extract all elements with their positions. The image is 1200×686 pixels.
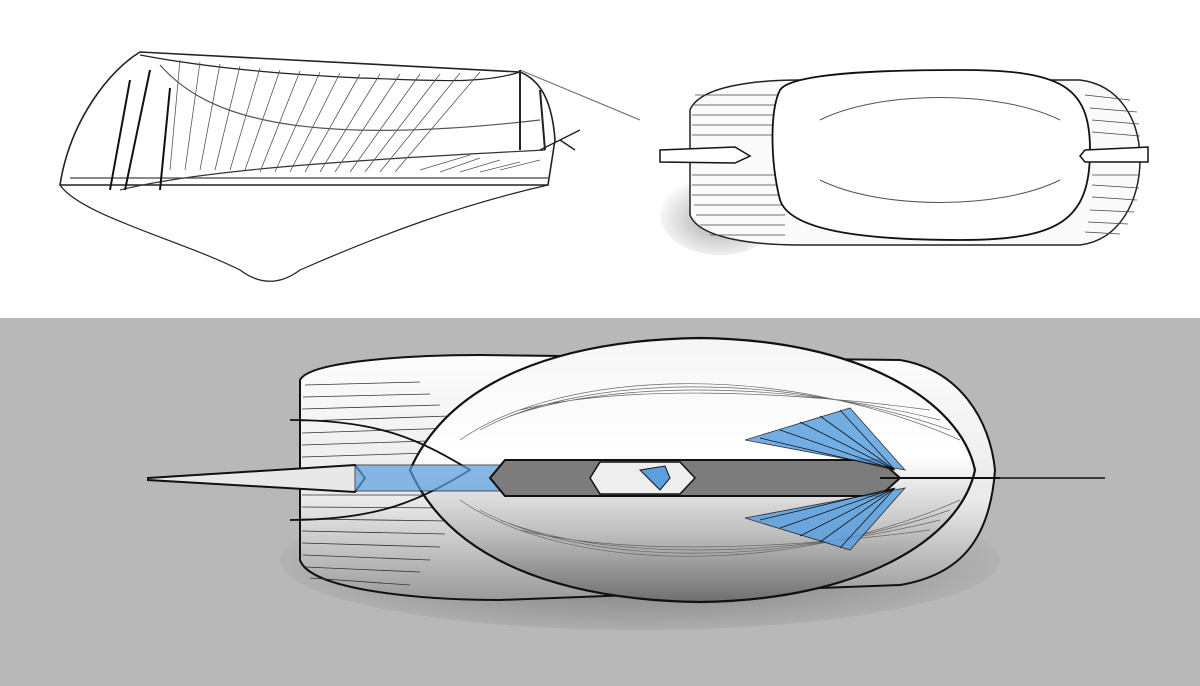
blue-fin-upper [744,407,907,471]
blue-fin-lower [744,487,907,551]
top-view-sketch [659,69,1149,255]
perspective-sketch [59,51,641,282]
rendered-top-view [147,336,1105,630]
